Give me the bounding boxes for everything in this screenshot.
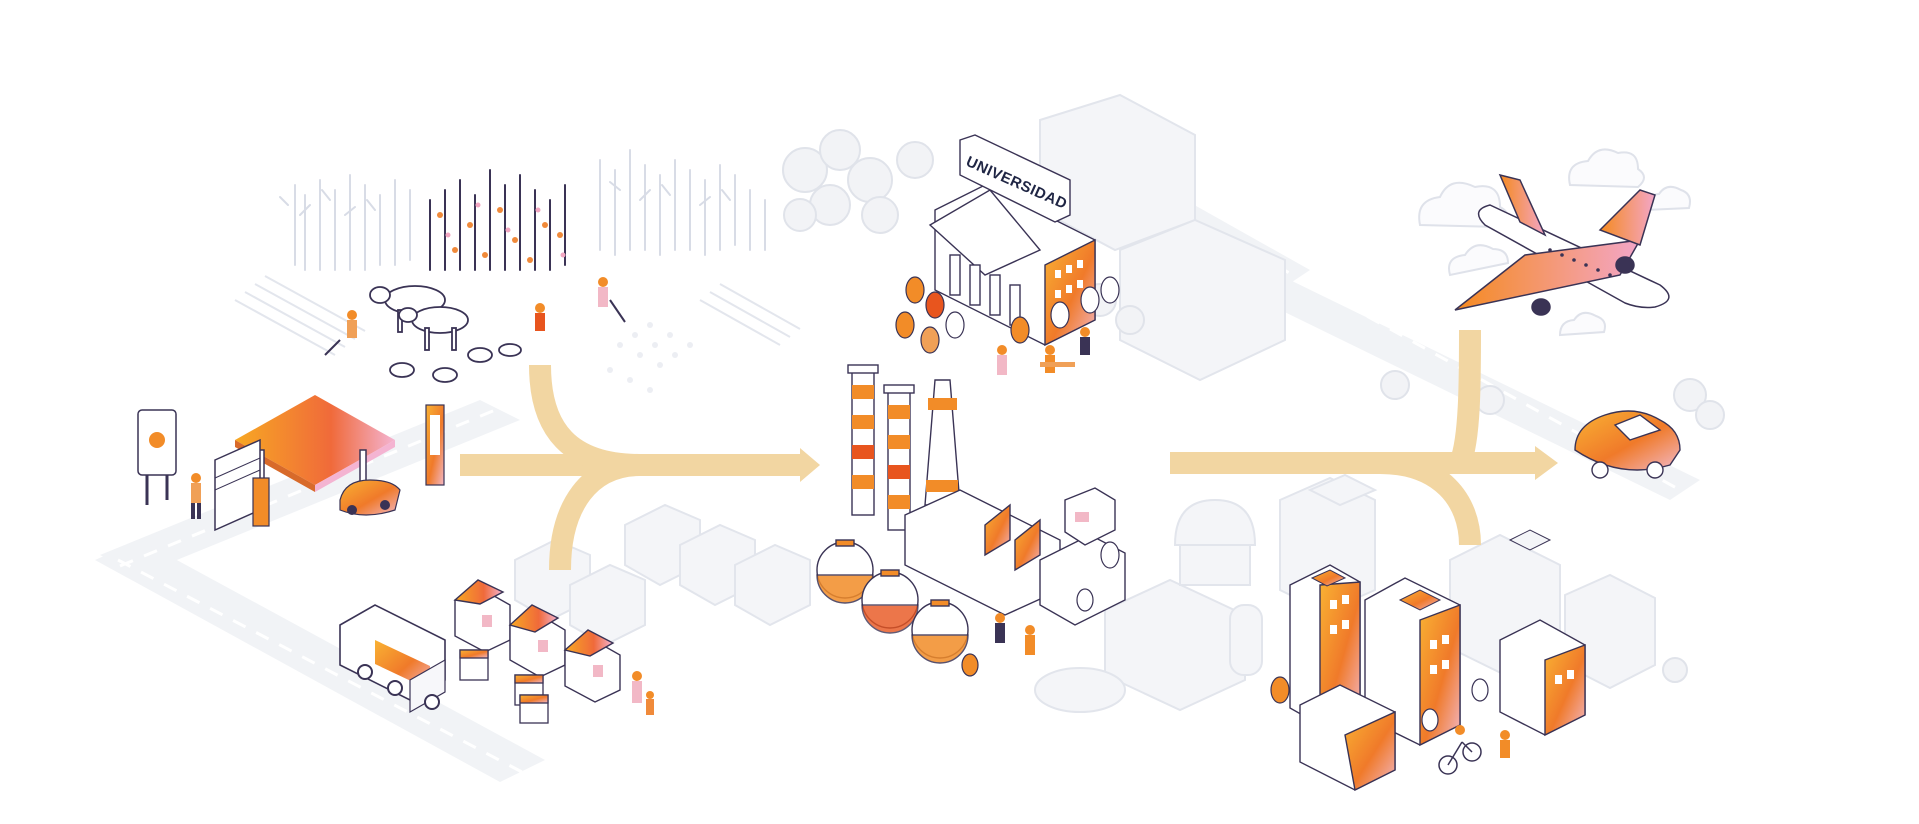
ghost-buildings [514,93,1656,713]
worker-icon [191,473,201,519]
car-icon [1574,410,1681,479]
waste-bin-icon [459,649,549,724]
corn-field-icon [279,149,766,271]
family-icon [632,671,654,715]
students-icon [997,327,1090,375]
arrowheads [800,446,1558,482]
university-building-icon [928,134,1096,347]
flow-arrows [460,329,1535,571]
worker-icon [995,613,1035,655]
pedestrian-icon [1500,730,1510,758]
plowed-field [234,275,801,356]
solar-panel-icon [1310,529,1552,611]
storage-tank-icon [816,539,969,664]
farmer-icon [324,277,626,356]
garbage-truck-icon [339,604,446,714]
tree-icon [895,276,1120,677]
cyclist-icon [1438,725,1482,775]
billboard-icon [137,409,177,505]
seedling-grid [607,322,693,393]
house-icon [453,579,621,703]
airplane-icon [1454,173,1670,316]
fuel-pump-icon [252,404,445,527]
tree-icon [1270,676,1489,732]
livestock-icon [369,285,522,383]
apartment-building-icon [1289,564,1586,792]
car-icon [339,479,401,516]
